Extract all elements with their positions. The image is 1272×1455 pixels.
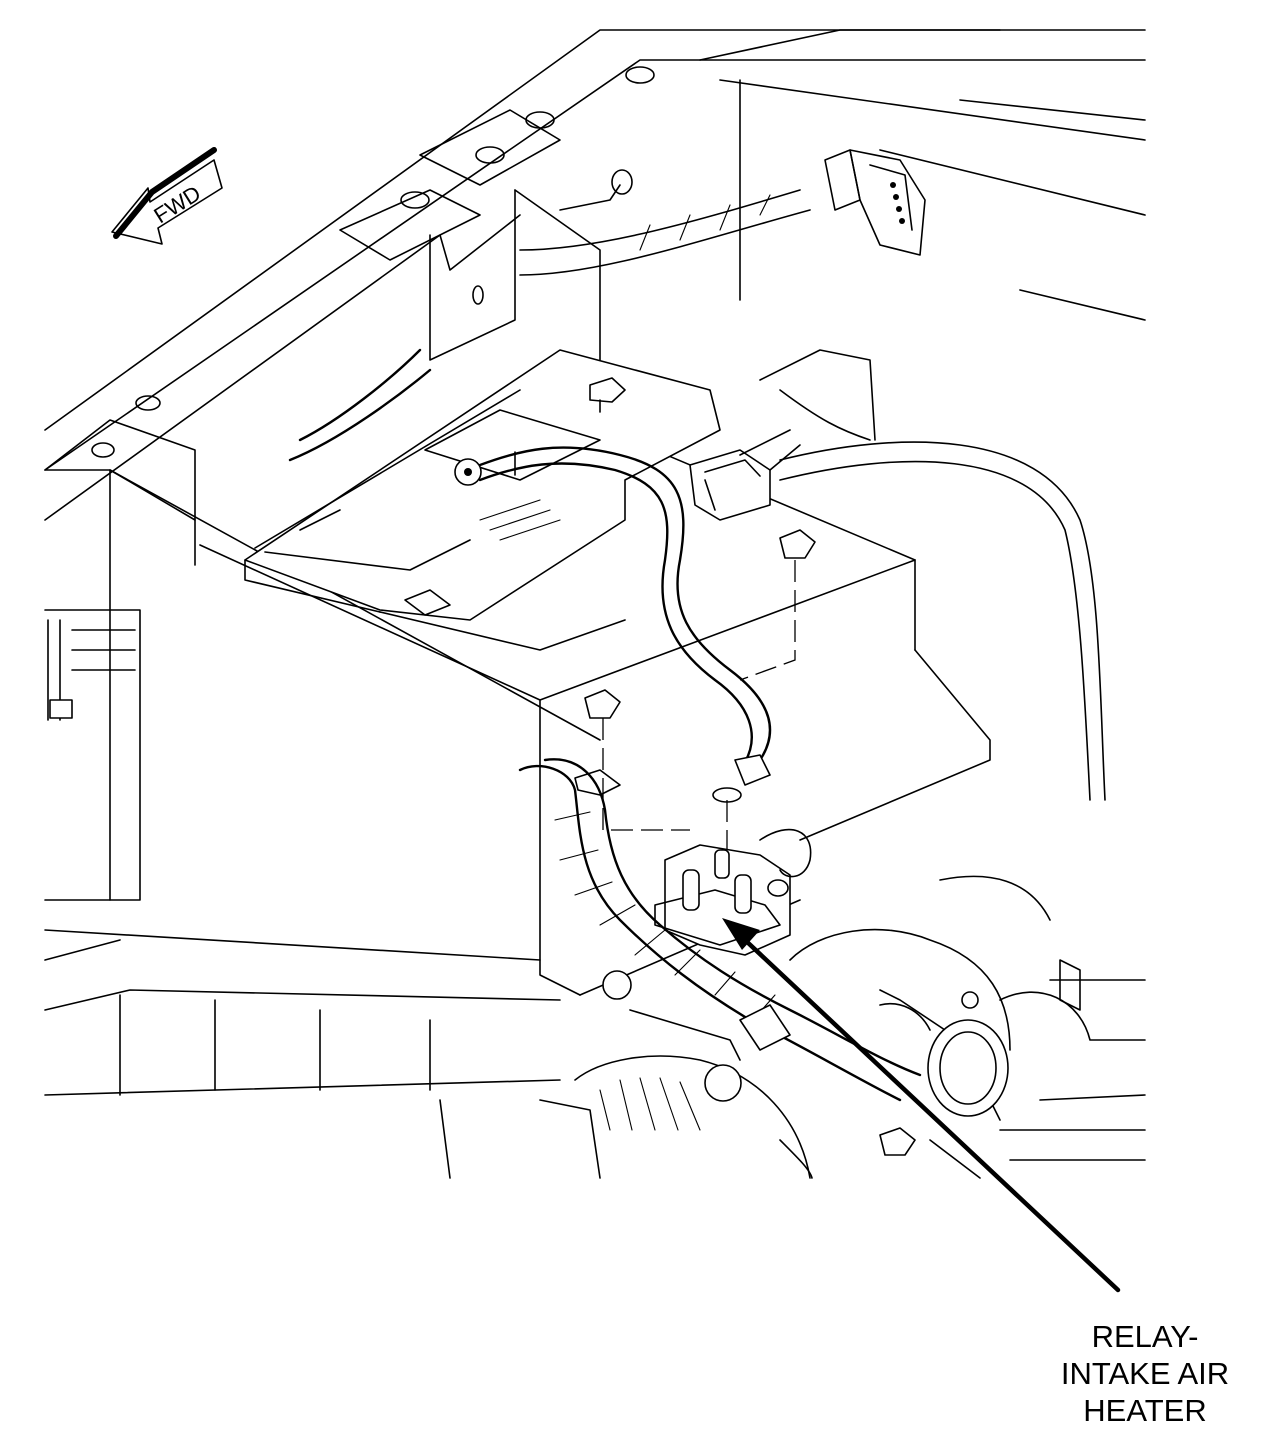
battery (244, 349, 721, 651)
upper-harness (288, 169, 811, 462)
convoluted-harness (518, 758, 922, 1102)
callout-line-2: INTAKE AIR (1060, 1356, 1230, 1391)
left-fender-structure (44, 419, 601, 961)
alternator (574, 970, 981, 1179)
relay-intake-air-heater (654, 828, 812, 956)
alignment-lines (602, 560, 796, 850)
fwd-arrow-icon: FWD (111, 147, 223, 245)
relay-callout-label: RELAY- INTAKE AIR HEATER (1040, 1318, 1250, 1429)
lower-support (44, 989, 601, 1179)
mounting-nuts (574, 529, 816, 803)
callout-leader-arrow (722, 918, 1121, 1293)
upper-connector (824, 149, 926, 256)
upper-frame-rail (44, 29, 1146, 521)
intake-components (789, 875, 1146, 1161)
right-wiring (759, 289, 1146, 801)
support-bracket (429, 189, 601, 396)
callout-line-1: RELAY- (1091, 1319, 1199, 1354)
center-connector (689, 429, 801, 521)
callout-line-3: HEATER (1083, 1393, 1207, 1428)
battery-cable (454, 446, 772, 786)
terminal-nut (589, 377, 626, 413)
